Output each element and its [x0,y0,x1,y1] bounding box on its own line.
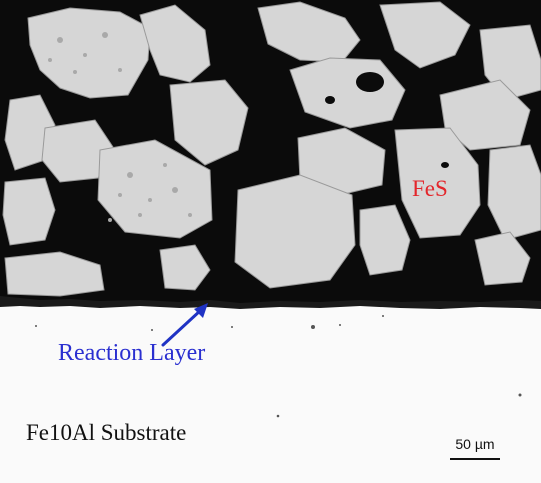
grain [394,127,481,239]
fes-label: FeS [412,176,448,201]
fes-grains [2,1,541,297]
grain-texture [48,32,192,222]
pore [325,96,335,104]
grain [474,231,531,286]
grain [4,251,105,297]
grain [41,119,116,183]
pore [356,72,384,92]
grain [379,1,471,69]
grain [139,4,211,83]
scale-bar-label: 50 µm [455,436,495,452]
grain [487,144,541,241]
arrow-head-icon [194,303,208,318]
substrate-specks [35,315,522,418]
reaction-layer-label: Reaction Layer [58,340,206,366]
reaction-layer-arrow [161,308,203,347]
grain [234,174,356,289]
grain [159,244,211,291]
substrate-label: Fe10Al Substrate [26,420,187,445]
scale-bar: 50 µm [449,436,501,464]
grain [2,177,56,246]
reaction-layer [0,296,541,309]
grain [257,1,361,63]
grain [169,79,249,166]
grain [359,204,411,276]
scale-bar-line [450,458,500,460]
pore [441,162,449,168]
grain [27,7,151,99]
grain [97,139,213,239]
pores [325,72,449,168]
